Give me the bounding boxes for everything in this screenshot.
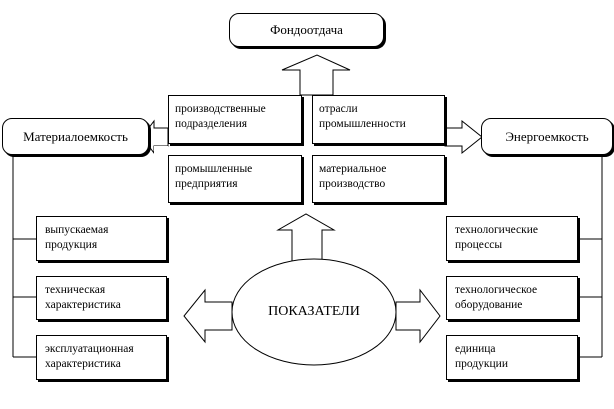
- left-item-1-label: выпускаемая продукция: [45, 224, 109, 251]
- right-item-1-label: технологические процессы: [455, 224, 538, 251]
- right-main-box: Энергоемкость: [481, 118, 613, 155]
- center-label-wrap: ПОКАЗАТЕЛИ: [240, 298, 388, 326]
- right-item-2: технологическое оборудование: [446, 276, 578, 320]
- left-item-3: эксплуатационная характеристика: [36, 335, 167, 380]
- arrow-up-from-center: [276, 213, 336, 263]
- grid-box-bottom-right: материальное производство: [312, 155, 445, 203]
- right-item-3: единица продукции: [446, 335, 578, 380]
- right-main-label: Энергоемкость: [505, 128, 589, 144]
- grid-box-top-left: производственные подразделения: [168, 95, 302, 144]
- left-item-3-label: эксплуатационная характеристика: [45, 343, 134, 370]
- grid-top-left-label: производственные подразделения: [175, 103, 266, 130]
- top-box-label: Фондоотдача: [270, 22, 343, 37]
- right-item-2-label: технологическое оборудование: [455, 284, 538, 311]
- center-label: ПОКАЗАТЕЛИ: [268, 304, 360, 319]
- arrow-right-from-center: [395, 288, 441, 344]
- left-main-label: Материалоемкость: [23, 128, 128, 144]
- grid-box-top-right: отрасли промышленности: [312, 95, 445, 144]
- left-item-1: выпускаемая продукция: [36, 216, 167, 261]
- arrow-right-to-energy: [444, 119, 483, 155]
- left-main-box: Материалоемкость: [2, 118, 149, 155]
- left-item-2-label: техническая характеристика: [45, 284, 121, 311]
- grid-bottom-left-label: промышленные предприятия: [175, 163, 253, 190]
- grid-box-bottom-left: промышленные предприятия: [168, 155, 302, 203]
- left-item-2: техническая характеристика: [36, 276, 167, 320]
- grid-bottom-right-label: материальное производство: [319, 163, 387, 190]
- arrow-up-to-top: [281, 54, 351, 96]
- arrow-left-from-center: [183, 288, 233, 344]
- right-item-3-label: единица продукции: [455, 343, 508, 370]
- right-item-1: технологические процессы: [446, 216, 578, 261]
- grid-top-right-label: отрасли промышленности: [319, 103, 406, 130]
- top-box: Фондоотдача: [229, 13, 384, 47]
